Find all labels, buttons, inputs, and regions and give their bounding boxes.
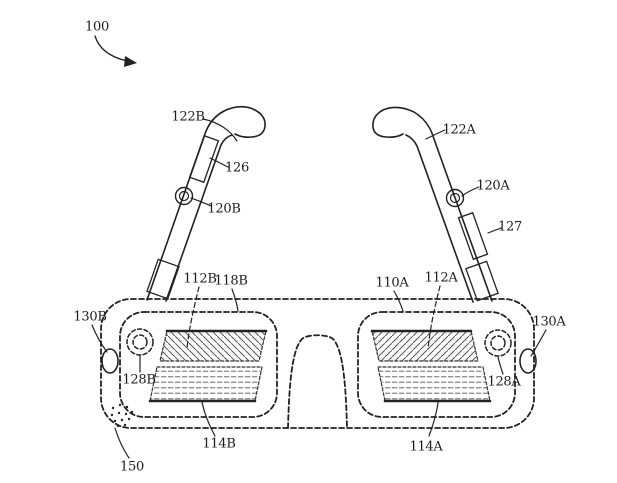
- right-display-112A: [370, 329, 479, 362]
- right-camera-128A: [484, 329, 512, 357]
- left-hinge-block: [146, 258, 180, 300]
- ref-temple-right: 122A: [442, 122, 476, 138]
- ref-panel-right: 114A: [409, 439, 443, 455]
- ref-temple-component-right: 127: [498, 219, 522, 235]
- right-hinge-block: [465, 260, 499, 302]
- right-eyepiece-110A: [357, 311, 516, 418]
- left-panel-114B: [148, 366, 263, 403]
- left-eyepiece-118B: [119, 311, 278, 418]
- right-temple-component-127: [457, 211, 489, 261]
- ref-frame-region: 150: [120, 459, 144, 475]
- ref-temple-button-left: 120B: [207, 201, 241, 217]
- ref-display-right: 112A: [424, 270, 458, 286]
- ref-side-element-right: 130A: [532, 314, 566, 330]
- left-temple-button-120B: [174, 186, 194, 206]
- left-display-112B: [159, 329, 268, 362]
- ref-side-element-left: 130B: [73, 309, 107, 325]
- ref-camera-left: 128B: [122, 372, 156, 388]
- right-temple-button-120A: [445, 188, 465, 208]
- left-temple-component-126: [188, 134, 220, 184]
- leader-lines: [91, 118, 547, 459]
- right-side-element-130A: [519, 348, 537, 374]
- nose-bridge: [287, 334, 348, 429]
- ref-display-left: 112B: [183, 271, 217, 287]
- ref-camera-right: 128A: [487, 374, 521, 390]
- left-camera-128B: [126, 328, 154, 356]
- left-temple: [146, 105, 266, 302]
- ref-temple-left: 122B: [171, 109, 205, 125]
- ref-eyepiece-right: 110A: [375, 275, 409, 291]
- ref-temple-component-left: 126: [225, 160, 249, 176]
- right-panel-114A: [377, 366, 492, 403]
- ref-overall: 100: [85, 19, 109, 35]
- ref-eyepiece-left: 118B: [214, 273, 248, 289]
- right-temple: [372, 106, 499, 303]
- figure-ref-arrow: [94, 35, 137, 67]
- left-side-element-130B: [101, 348, 119, 374]
- frame-region-150-dots: [110, 403, 134, 428]
- ref-temple-button-right: 120A: [476, 178, 510, 194]
- ref-panel-left: 114B: [202, 436, 236, 452]
- front-frame: [100, 298, 535, 429]
